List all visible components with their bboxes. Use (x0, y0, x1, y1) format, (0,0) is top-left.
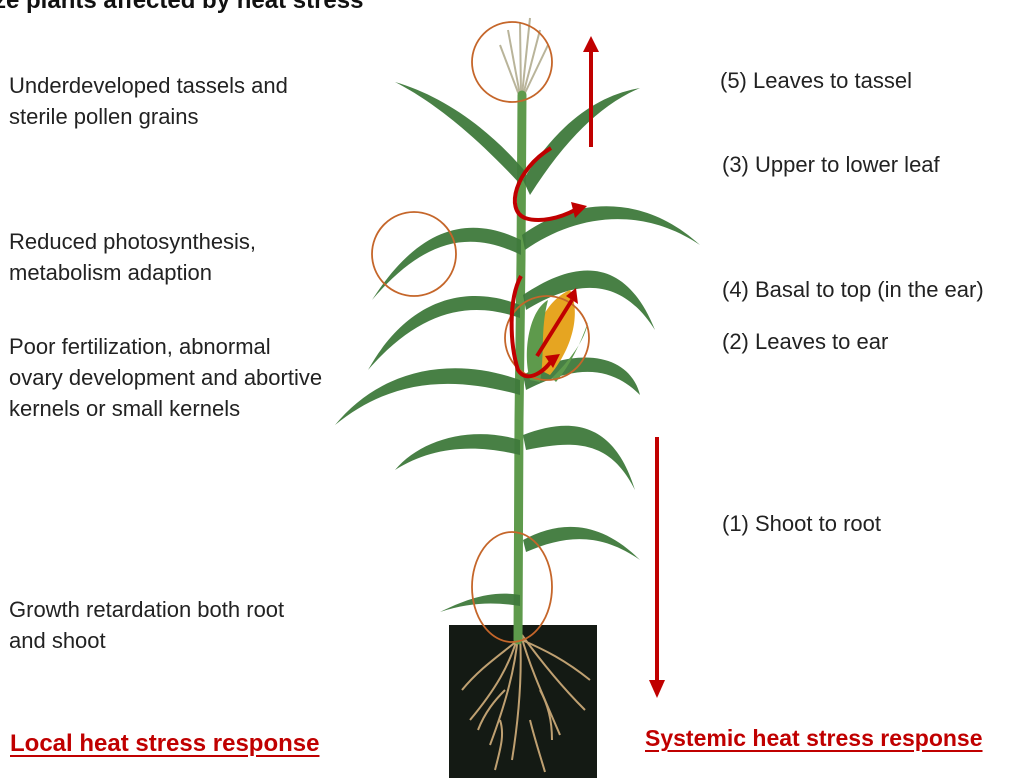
tassel (500, 18, 548, 95)
root-soil-panel (449, 625, 597, 778)
systemic-pathway-5: (5) Leaves to tassel (720, 65, 912, 96)
local-effect-ear: Poor fertilization, abnormal ovary devel… (9, 331, 329, 424)
systemic-pathway-1: (1) Shoot to root (722, 508, 881, 539)
systemic-pathway-4: (4) Basal to top (in the ear) (722, 274, 984, 305)
local-effect-root-shoot: Growth retardation both root and shoot (9, 594, 299, 656)
systemic-pathway-3: (3) Upper to lower leaf (722, 149, 940, 180)
local-response-label: Local heat stress response (10, 730, 319, 758)
systemic-response-label: Systemic heat stress response (645, 725, 983, 752)
local-effect-leaf: Reduced photosynthesis, metabolism adapt… (9, 226, 309, 288)
systemic-pathway-2: (2) Leaves to ear (722, 326, 888, 357)
local-effect-tassel: Underdeveloped tassels and sterile polle… (9, 70, 289, 132)
